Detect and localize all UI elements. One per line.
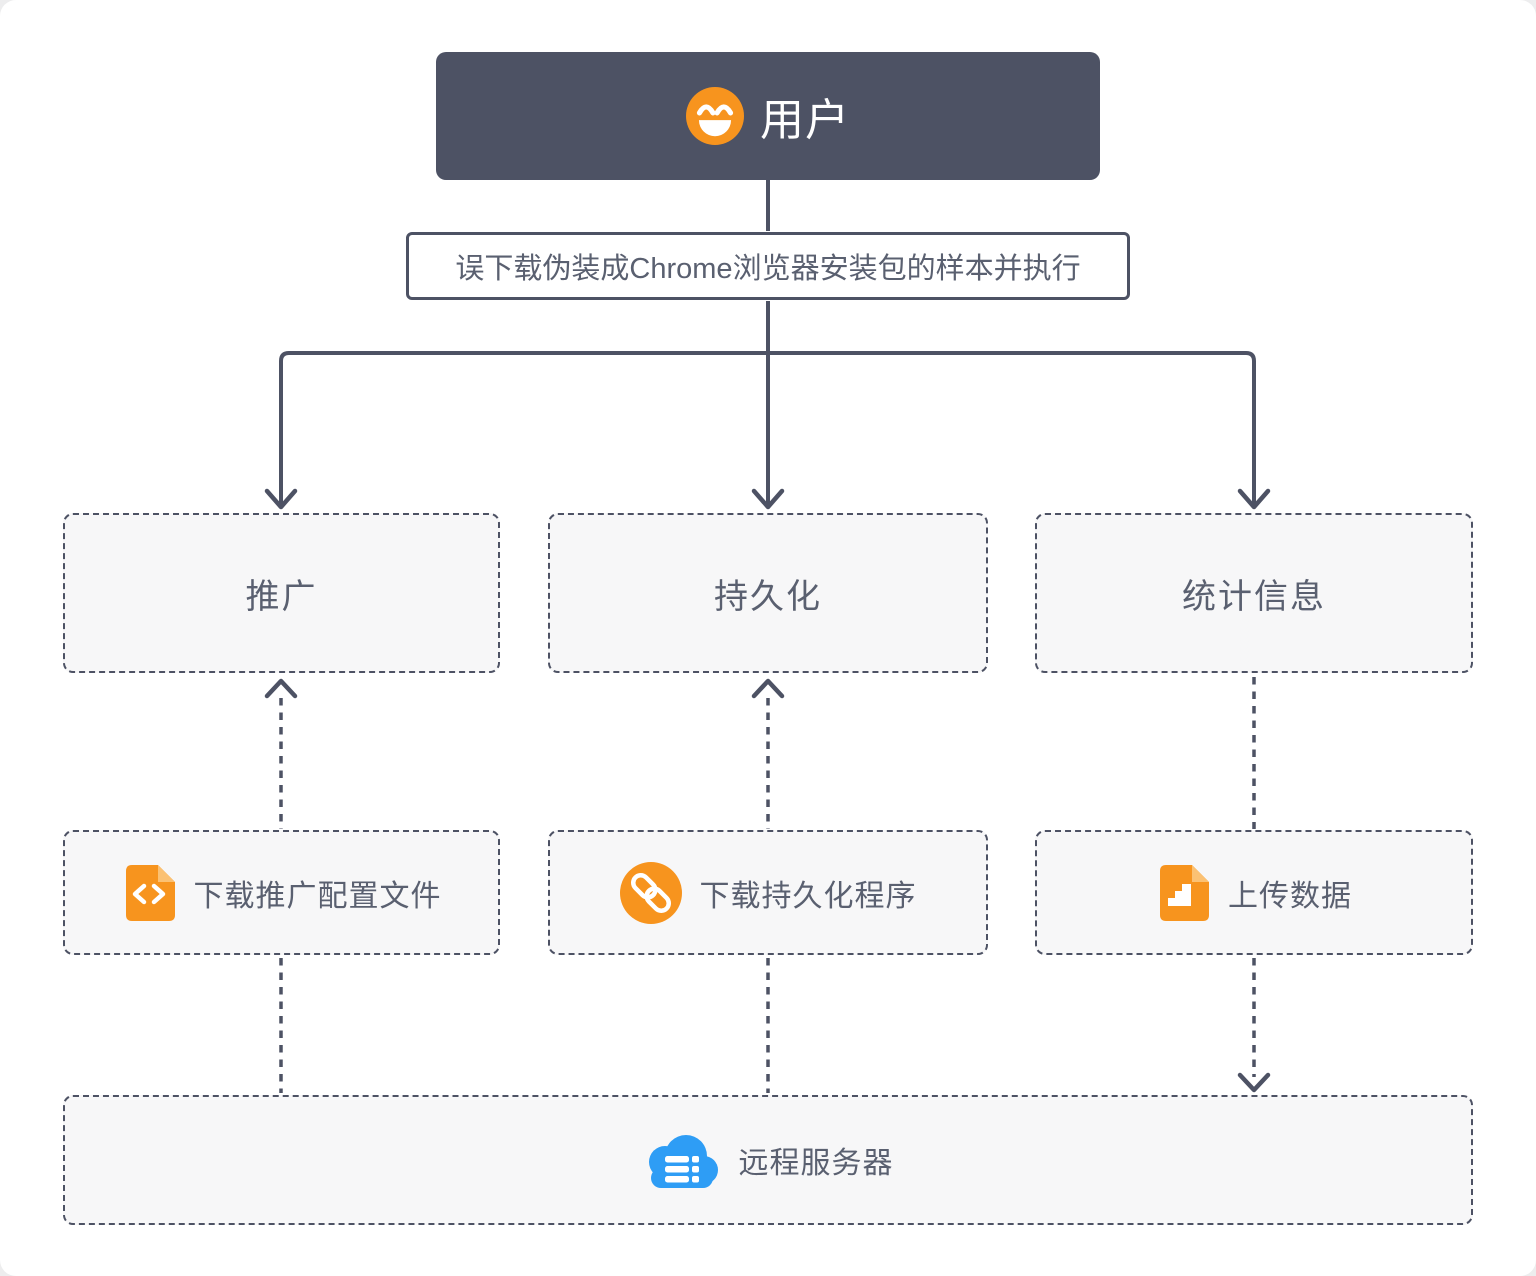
arrowhead-up-persistence xyxy=(751,678,785,699)
task-download-config-label: 下载推广配置文件 xyxy=(193,879,442,913)
node-task-upload-data: 上传数据 xyxy=(1035,830,1473,955)
node-branch-persistence: 持久化 xyxy=(548,513,988,673)
node-remote-server: 远程服务器 xyxy=(63,1095,1473,1225)
branch-stats-label: 统计信息 xyxy=(1182,577,1326,616)
task-upload-data-label: 上传数据 xyxy=(1228,879,1352,913)
chart-file-icon xyxy=(1160,864,1209,921)
link-icon xyxy=(619,861,682,924)
connector-action-branch-rail xyxy=(279,351,1256,505)
node-user: 用户 xyxy=(436,52,1100,180)
grin-face-icon xyxy=(686,87,744,145)
code-file-icon xyxy=(125,864,175,921)
node-task-download-config: 下载推广配置文件 xyxy=(63,830,500,955)
node-action-label: 误下载伪装成Chrome浏览器安装包的样本并执行 xyxy=(455,253,1081,285)
remote-server-label: 远程服务器 xyxy=(738,1147,894,1180)
node-branch-promotion: 推广 xyxy=(63,513,500,673)
node-branch-stats: 统计信息 xyxy=(1035,513,1473,673)
arrowhead-down-stats xyxy=(1237,488,1271,510)
branch-persistence-label: 持久化 xyxy=(714,577,822,616)
node-task-download-persistence: 下载持久化程序 xyxy=(548,830,988,955)
arrowhead-down-promotion xyxy=(264,488,298,510)
arrowhead-down-server xyxy=(1237,1072,1271,1093)
node-user-label: 用户 xyxy=(760,96,850,145)
branch-promotion-label: 推广 xyxy=(245,577,318,616)
arrowhead-up-promotion xyxy=(264,678,298,699)
node-action: 误下载伪装成Chrome浏览器安装包的样本并执行 xyxy=(406,232,1130,300)
cloud-server-icon xyxy=(648,1135,718,1188)
arrowhead-down-persistence xyxy=(751,488,785,510)
task-download-persistence-label: 下载持久化程序 xyxy=(699,879,917,913)
